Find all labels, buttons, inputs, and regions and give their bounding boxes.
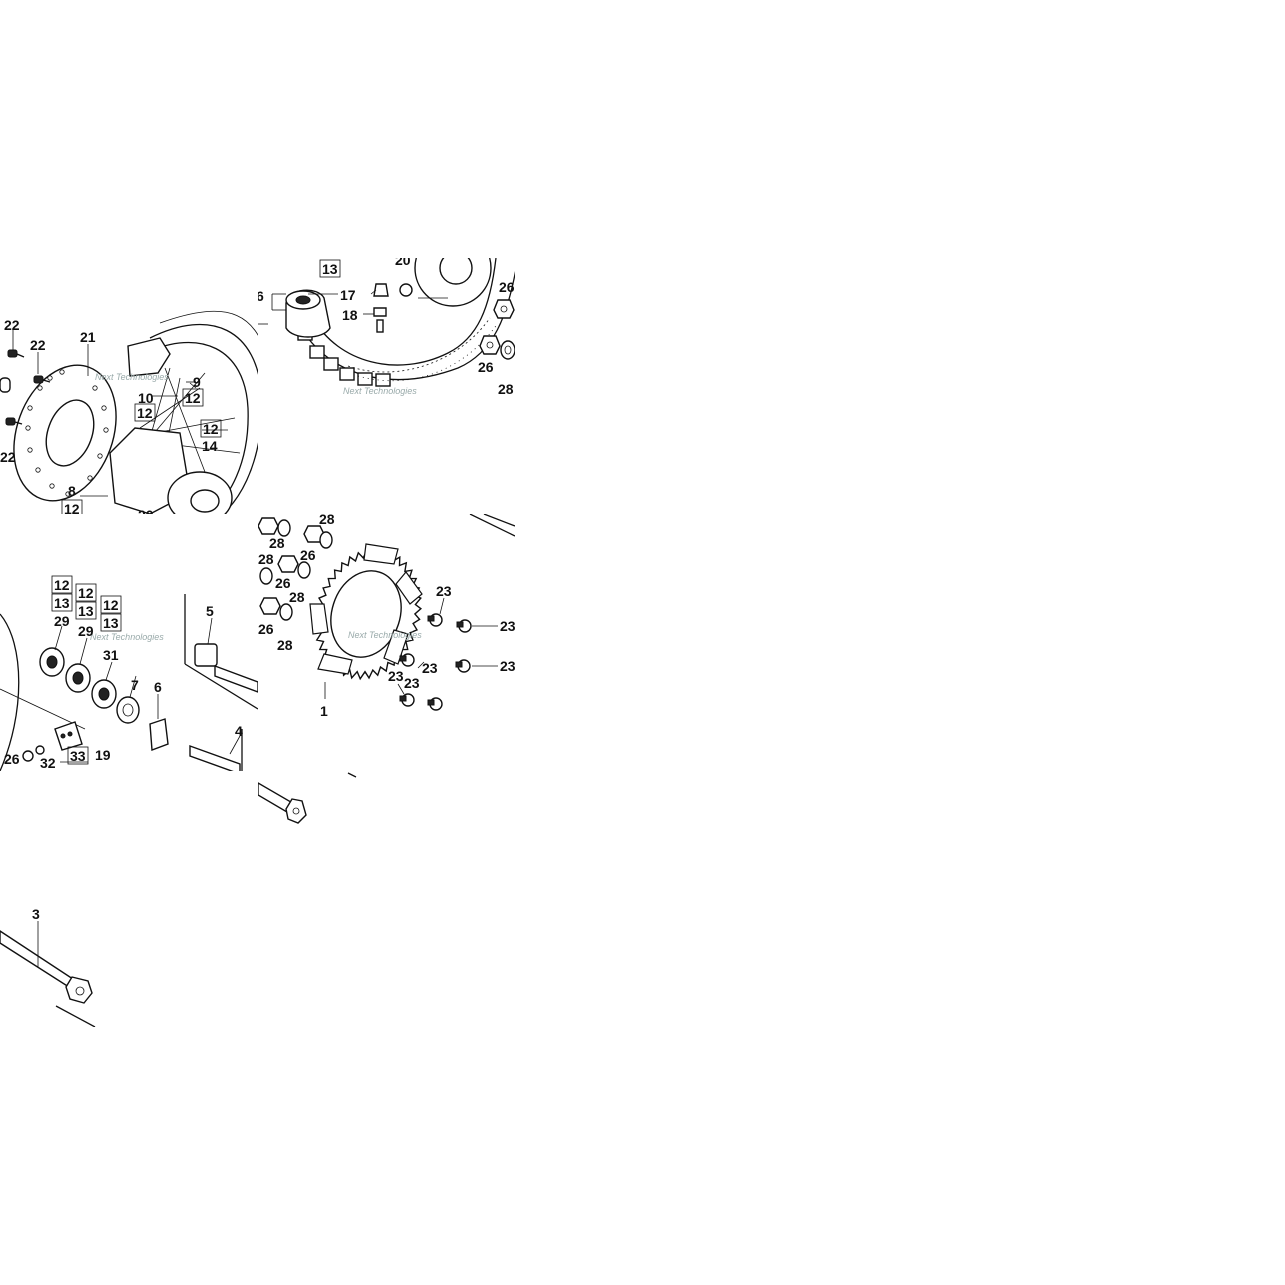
label-28: 28 [258, 551, 274, 567]
tile-pivot-bolt [258, 771, 358, 921]
sprocket-bolt-icon [399, 613, 472, 711]
label-20: 20 [395, 258, 411, 268]
watermark: Next Technologies [343, 386, 417, 396]
label-23: 23 [422, 660, 438, 676]
valve-icon [373, 307, 387, 317]
label-23: 23 [500, 658, 515, 674]
boxed-label-12: 12 [203, 421, 219, 437]
label-23: 23 [404, 675, 420, 691]
washer-icon [500, 340, 515, 360]
boxed-label-13: 13 [78, 603, 94, 619]
diagram-rear-sprocket: Next Technologies 28 28 28 28 28 26 26 2… [258, 514, 515, 719]
label-22: 22 [30, 337, 46, 353]
boxed-label-13: 13 [103, 615, 119, 631]
washer-icon [35, 745, 45, 755]
label-26: 26 [258, 621, 274, 637]
label-22: 22 [0, 449, 16, 465]
rear-sprocket [309, 543, 423, 681]
label-23: 23 [388, 668, 404, 684]
label-26: 26 [4, 751, 20, 767]
tile-rear-sprocket: Next Technologies 28 28 28 28 28 26 26 2… [258, 514, 515, 771]
label-28: 28 [319, 514, 335, 527]
hub-lock-piece [127, 337, 171, 377]
nut-icon [0, 377, 11, 393]
label-4: 4 [235, 723, 243, 739]
boxed-label-12: 12 [78, 585, 94, 601]
slider-block [149, 718, 169, 751]
valve-cap-icon [373, 283, 389, 297]
label-17: 17 [340, 287, 356, 303]
boxed-label-12: 12 [137, 405, 153, 421]
brake-disc [13, 364, 117, 502]
rear-axle [0, 930, 93, 1004]
label-23: 23 [500, 618, 515, 634]
label-22: 22 [4, 317, 20, 333]
tile-tire-valve: Next Technologies 13 20 6 17 18 26 26 28 [258, 258, 515, 514]
label-26: 26 [300, 547, 316, 563]
label-32: 32 [40, 755, 56, 771]
boxed-label-13: 13 [54, 595, 70, 611]
tile-rear-wheel-disc: Next Technologies 22 22 22 21 9 10 14 8 … [0, 258, 258, 514]
label-9: 9 [193, 374, 201, 390]
watermark: Next Technologies [95, 372, 169, 382]
label-14: 14 [202, 438, 218, 454]
adjuster-nut [194, 643, 218, 667]
diagram-rear-wheel-disc: Next Technologies 22 22 22 21 9 10 14 8 … [0, 310, 258, 514]
label-29: 29 [54, 613, 70, 629]
watermark: Next Technologies [90, 632, 164, 642]
diagram-tire-valve: Next Technologies 13 20 6 17 18 26 26 28 [258, 258, 515, 397]
label-21: 21 [80, 329, 96, 345]
label-18: 18 [342, 307, 358, 323]
label-31: 31 [103, 647, 119, 663]
nut-icon [22, 750, 34, 762]
label-5: 5 [206, 603, 214, 619]
label-26: 26 [499, 279, 515, 295]
label-1: 1 [320, 703, 328, 719]
label-28: 28 [269, 535, 285, 551]
diagram-rear-axle: 3 [0, 906, 96, 1027]
tile-bearings-adjusters: Next Technologies 12 13 12 13 12 13 33 2… [0, 514, 258, 771]
label-20: 20 [138, 507, 154, 514]
boxed-label-33: 33 [70, 748, 86, 764]
boxed-label-13: 13 [322, 261, 338, 277]
boxed-label-12: 12 [64, 501, 80, 514]
label-6: 6 [258, 288, 264, 304]
label-8: 8 [68, 483, 76, 499]
boxed-label-12: 12 [54, 577, 70, 593]
label-19: 19 [95, 747, 111, 763]
washer-icon [259, 519, 333, 621]
boxed-label-12: 12 [103, 597, 119, 613]
boxed-label-12: 12 [185, 390, 201, 406]
label-7: 7 [131, 677, 139, 693]
label-26: 26 [275, 575, 291, 591]
bearing-icon [39, 647, 117, 709]
watermark: Next Technologies [348, 630, 422, 640]
disc-bolt-icon [5, 349, 51, 426]
label-28: 28 [498, 381, 514, 397]
bolt-head [285, 798, 307, 824]
diagram-pivot-bolt [258, 772, 357, 824]
diagram-bearings-adjusters: Next Technologies 12 13 12 13 12 13 33 2… [0, 575, 258, 771]
label-23: 23 [436, 583, 452, 599]
label-29: 29 [78, 623, 94, 639]
tile-rear-axle: 3 [0, 771, 258, 1027]
label-3: 3 [32, 906, 40, 922]
spacer-icon [116, 696, 140, 724]
label-6: 6 [154, 679, 162, 695]
label-10: 10 [138, 390, 154, 406]
label-28: 28 [277, 637, 293, 653]
label-28: 28 [289, 589, 305, 605]
label-26: 26 [478, 359, 494, 375]
nut-icon [479, 299, 515, 355]
